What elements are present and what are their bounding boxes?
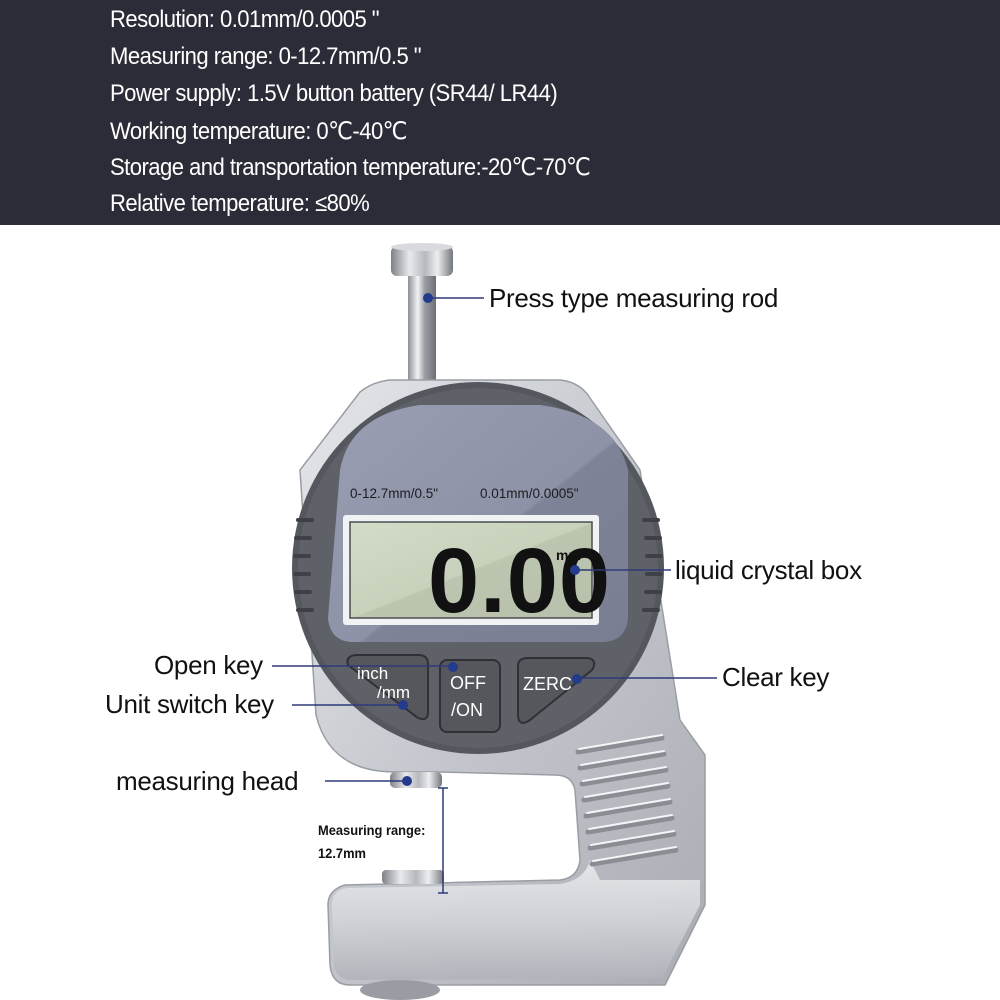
power-line2: /ON xyxy=(451,700,483,720)
callout-unit-switch-key: Unit switch key xyxy=(105,689,274,719)
lcd-screen xyxy=(349,521,593,619)
spec-working-temp: Working temperature: 0℃-40℃ xyxy=(110,118,407,145)
gap-label-line2: 12.7mm xyxy=(318,845,366,861)
spec-relative-humidity: Relative temperature: ≤80% xyxy=(110,190,370,217)
lcd-unit: mm xyxy=(556,547,581,563)
callout-measuring-rod: Press type measuring rod xyxy=(489,283,779,313)
bottom-anvil xyxy=(382,870,444,884)
power-line1: OFF xyxy=(450,673,486,693)
spec-power-supply: Power supply: 1.5V button battery (SR44/… xyxy=(110,80,558,107)
callout-dot-unit-switch xyxy=(398,700,408,710)
measuring-head xyxy=(390,772,442,788)
callout-open-key: Open key xyxy=(154,650,263,680)
zero-label: ZERC xyxy=(523,674,572,694)
zero-button[interactable] xyxy=(517,657,596,724)
callout-dot-measuring-head xyxy=(402,776,412,786)
lcd-value: 0.00 xyxy=(428,530,611,632)
dial-resolution-label: 0.01mm/0.0005" xyxy=(480,486,579,501)
power-button[interactable] xyxy=(439,659,501,733)
callout-lcd: liquid crystal box xyxy=(675,555,862,585)
measuring-rod-cap xyxy=(391,246,453,276)
spec-measuring-range: Measuring range: 0-12.7mm/0.5 " xyxy=(110,43,422,70)
spec-resolution: Resolution: 0.01mm/0.0005 " xyxy=(110,6,380,33)
callout-dot-clear-key xyxy=(572,674,582,684)
dial-range-label: 0-12.7mm/0.5" xyxy=(350,486,438,501)
spec-storage-temp: Storage and transportation temperature:-… xyxy=(110,154,591,181)
grip-ridges xyxy=(575,735,679,867)
spec-panel: Resolution: 0.01mm/0.0005 " Measuring ra… xyxy=(0,0,1000,225)
callout-clear-key: Clear key xyxy=(722,662,830,692)
measuring-range-dimension xyxy=(438,787,448,894)
measuring-rod-shaft xyxy=(408,262,436,382)
callout-dot-open-key xyxy=(448,662,458,672)
unit-switch-line1: inch xyxy=(357,664,388,683)
unit-switch-line2: /mm xyxy=(377,683,410,702)
unit-switch-button[interactable] xyxy=(346,654,429,721)
callout-measuring-head: measuring head xyxy=(116,766,299,796)
gap-label-line1: Measuring range: xyxy=(318,822,426,838)
callout-dot-rod xyxy=(423,293,433,303)
callout-dot-lcd xyxy=(570,565,580,575)
